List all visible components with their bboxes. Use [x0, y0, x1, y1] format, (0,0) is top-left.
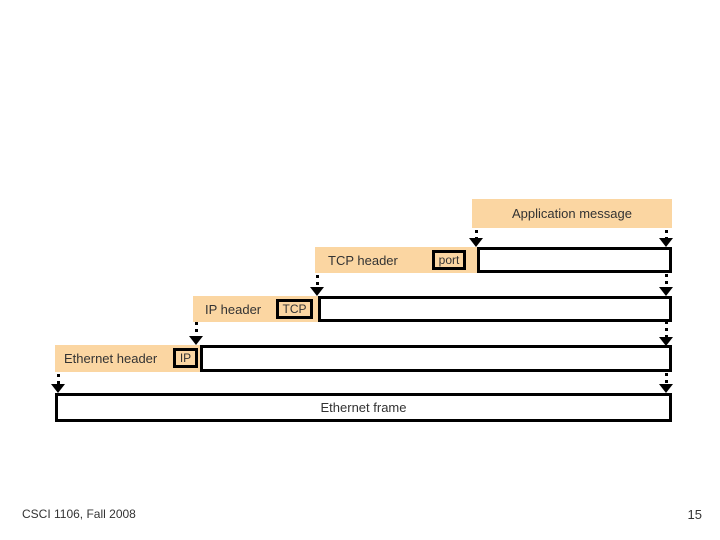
application-message-label: Application message	[512, 206, 632, 221]
dashed-arrow-eth-right	[659, 373, 673, 393]
port-field-box: port	[432, 250, 466, 270]
tcp-field-box: TCP	[276, 299, 313, 319]
ethernet-payload-box	[200, 345, 672, 372]
dashed-line	[474, 230, 478, 238]
dashed-arrow-app-left	[469, 230, 483, 247]
dashed-arrow-ip-left	[189, 322, 203, 345]
dashed-line	[194, 322, 198, 336]
arrow-down-icon	[659, 238, 673, 247]
dashed-line	[315, 275, 319, 287]
arrow-down-icon	[659, 287, 673, 296]
ip-payload-box	[318, 296, 672, 322]
dashed-line	[56, 374, 60, 384]
page-number: 15	[687, 507, 702, 522]
ip-field-box: IP	[173, 348, 198, 368]
dashed-arrow-eth-left	[51, 374, 65, 393]
dashed-line	[664, 230, 668, 238]
port-field-label: port	[438, 253, 460, 267]
arrow-down-icon	[189, 336, 203, 345]
ethernet-frame-label: Ethernet frame	[320, 400, 407, 415]
dashed-arrow-ip-right	[659, 321, 673, 346]
tcp-header-label: TCP header	[328, 252, 398, 268]
arrow-down-icon	[51, 384, 65, 393]
dashed-arrow-tcp-right	[659, 274, 673, 296]
arrow-down-icon	[310, 287, 324, 296]
dashed-line	[664, 321, 668, 337]
tcp-field-label: TCP	[282, 302, 307, 316]
arrow-down-icon	[659, 337, 673, 346]
footer-course-text: CSCI 1106, Fall 2008	[22, 507, 136, 521]
arrow-down-icon	[659, 384, 673, 393]
dashed-arrow-tcp-left	[310, 275, 324, 296]
ethernet-header-label: Ethernet header	[64, 351, 158, 366]
dashed-arrow-app-right	[659, 230, 673, 247]
application-message-box: Application message	[472, 199, 672, 228]
ip-header-label: IP header	[205, 301, 262, 317]
tcp-payload-box	[477, 247, 672, 273]
ethernet-frame-box: Ethernet frame	[55, 393, 672, 422]
dashed-line	[664, 274, 668, 287]
dashed-line	[664, 373, 668, 384]
arrow-down-icon	[469, 238, 483, 247]
ip-field-label: IP	[179, 351, 192, 365]
